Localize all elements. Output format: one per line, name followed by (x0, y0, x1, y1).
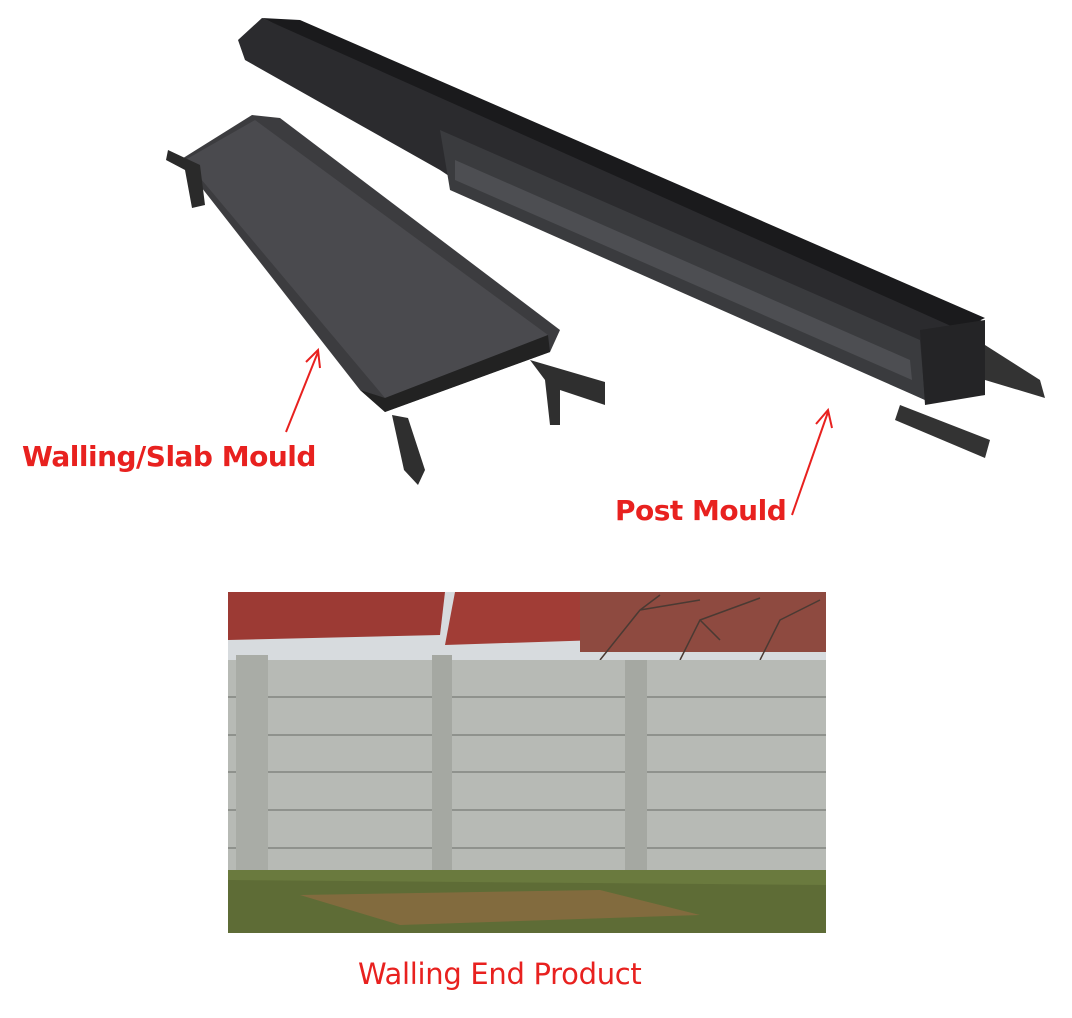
post-mould-image (238, 18, 1045, 458)
walling-slab-mould-label: Walling/Slab Mould (22, 440, 316, 473)
post-mould-label: Post Mould (615, 494, 787, 527)
walling-end-product-label: Walling End Product (358, 957, 642, 991)
post-arrow (791, 407, 833, 516)
slab-mould-image (166, 115, 605, 485)
slab-arrow (285, 347, 321, 433)
walling-end-product-photo (228, 592, 826, 933)
